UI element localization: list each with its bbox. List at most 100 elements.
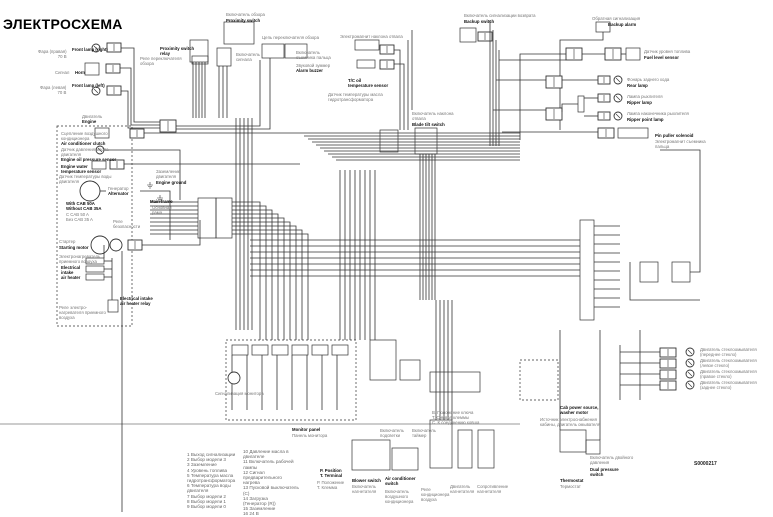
label-intake-heater: Электронагреватель приемного воздуха bbox=[59, 254, 101, 264]
legend-item: 3 Заземление bbox=[187, 462, 217, 468]
label-pin-puller-switch: Включатель съемника пальца bbox=[296, 50, 331, 60]
label-front-right: Фара (правая) 70 В bbox=[38, 49, 67, 59]
wire bbox=[394, 63, 405, 130]
legend-item: 4 Уровень топлива bbox=[187, 467, 228, 473]
monitor-connector bbox=[231, 344, 249, 356]
ac-clutch bbox=[94, 127, 110, 139]
wire bbox=[130, 113, 160, 126]
blower-motor bbox=[457, 429, 473, 469]
legend-item: 2 Выбор модели 3 bbox=[187, 457, 226, 463]
label-engine-ground: Заземление двигателя bbox=[156, 169, 181, 179]
horn-icon bbox=[84, 62, 100, 76]
relay bbox=[577, 95, 585, 113]
label-thermostat-en: Thermostat bbox=[560, 478, 584, 483]
legend-item: нагрева bbox=[243, 480, 260, 486]
label-cab-rating: С CAB 50 A Без CAB 35 A bbox=[66, 212, 93, 222]
label-proximity-relay: Реле переключателя обзора bbox=[140, 56, 182, 66]
label-ac-switch: Включатель воздушного кондиционера bbox=[385, 489, 414, 504]
label-horn: Сигнал bbox=[55, 70, 70, 75]
wire bbox=[104, 149, 181, 200]
pin-puller-switch bbox=[284, 43, 308, 59]
wire bbox=[394, 49, 401, 130]
wire bbox=[121, 90, 129, 113]
label-tc-oil-temp: Датчик температуры масла гидротрансформа… bbox=[328, 92, 383, 102]
wire bbox=[519, 53, 566, 140]
wire bbox=[121, 47, 135, 113]
label-main-frame-en: Main frame bbox=[150, 199, 173, 204]
main-connector bbox=[197, 197, 217, 239]
label-key-legend: В. Положение ключа Т. Символ клеммы С. К… bbox=[432, 410, 480, 425]
label-starter-en: Starting motor bbox=[59, 245, 89, 250]
label-engine: Двигатель bbox=[82, 114, 103, 119]
ground-icon bbox=[147, 182, 153, 189]
wire bbox=[561, 103, 578, 112]
wire bbox=[232, 209, 273, 340]
lamp-filament bbox=[97, 147, 103, 153]
label-blower-switch-en: Blower switch bbox=[352, 478, 381, 483]
label-blade-tilt-switch: Включатель наклона отвала bbox=[412, 111, 454, 121]
lamp-filament bbox=[93, 45, 99, 51]
label-washer-right: Двигатель стеклоомывателя (правое стекло… bbox=[700, 369, 757, 379]
label-intake-heater-en: Electrical intake air heater bbox=[61, 265, 81, 280]
label-cab-rating-en: With CAB 50A Without CAB 35A bbox=[66, 201, 102, 211]
ac-switch bbox=[391, 447, 419, 471]
monitor-connector bbox=[251, 344, 269, 356]
cab-power-source bbox=[519, 359, 559, 401]
label-dual-pressure-en: Dual pressure switch bbox=[590, 467, 619, 477]
label-proximity-switch-en: Proximity switch bbox=[226, 18, 261, 23]
ac-relay bbox=[429, 419, 453, 469]
label-pin-puller-solenoid: Электромагнит съемника пальца bbox=[655, 139, 706, 149]
lamp-filament bbox=[615, 77, 621, 83]
wire bbox=[120, 67, 132, 113]
main-connector bbox=[215, 197, 233, 239]
monitor-connector bbox=[331, 344, 349, 356]
wire bbox=[629, 262, 700, 301]
label-cab-power: Источник электроснабжения кабины, двигат… bbox=[540, 417, 601, 427]
label-backup-alarm-en: Backup alarm bbox=[608, 22, 637, 27]
label-oil-pressure-en: Engine oil pressure sensor bbox=[61, 157, 117, 162]
legend-item: двигателе bbox=[243, 454, 265, 460]
fuel-level-sensor bbox=[625, 47, 641, 61]
label-fuel-sensor-en: Fuel level sensor bbox=[644, 55, 679, 60]
dual-pressure-switch bbox=[559, 429, 587, 453]
legend-item: (Генератор (R)) bbox=[243, 501, 276, 507]
wire bbox=[232, 213, 279, 340]
wire bbox=[142, 220, 201, 246]
label-backup-alarm: Обратная сигнализация bbox=[592, 16, 641, 21]
label-fuel-sensor: Датчик уровня топлива bbox=[644, 49, 691, 54]
label-dual-pressure: Включатель двойного давления bbox=[590, 455, 634, 465]
wire bbox=[232, 201, 261, 340]
connector-stack bbox=[579, 219, 595, 321]
label-oil-pressure: Датчик давления масла двигателя bbox=[61, 147, 109, 157]
buzzer-icon bbox=[261, 43, 285, 59]
label-p-t: Р. Положение Т. Клемма bbox=[317, 480, 345, 490]
monitor-panel bbox=[225, 339, 357, 421]
legend-item: 8 Выбор модели 1 bbox=[187, 498, 226, 504]
label-buzzer: Звуковой зуммер bbox=[296, 63, 331, 68]
legend-item: 15 Заземление bbox=[243, 506, 276, 512]
lamp-filament bbox=[687, 371, 693, 377]
alternator-icon bbox=[79, 180, 101, 202]
label-blower-motor: Двигатель нагнетателя bbox=[450, 484, 475, 494]
label-ac-clutch-en: Air conditioner clutch bbox=[61, 141, 106, 146]
label-monitor-panel: Панель монитора bbox=[292, 433, 328, 438]
legend-item: двигателя bbox=[187, 488, 209, 494]
lamp-filament bbox=[687, 360, 693, 366]
wire bbox=[127, 113, 160, 129]
label-p-t-en: P. Position T. Terminal bbox=[320, 468, 343, 478]
label-water-temp-en: Engine water temperature sensor bbox=[61, 164, 102, 174]
label-ac-switch-en: Air conditioner switch bbox=[385, 476, 416, 486]
label-alternator: Генератор bbox=[108, 186, 129, 191]
wire bbox=[660, 149, 701, 273]
timer-switch bbox=[399, 359, 421, 381]
horn-switch bbox=[216, 47, 232, 67]
legend-item: 5 Температура масла bbox=[187, 472, 234, 478]
label-ripper-point-lamp-en: Ripper point lamp bbox=[627, 117, 664, 122]
label-heater-relay-en: Electrical intake air heater relay bbox=[120, 296, 153, 306]
legend-item: 7 Выбор модели 2 bbox=[187, 493, 226, 499]
label-starter: Стартер bbox=[59, 239, 76, 244]
label-front-right-en: Front lamp (right) bbox=[72, 47, 108, 52]
wire bbox=[232, 225, 297, 340]
blower-resistor bbox=[477, 429, 495, 469]
